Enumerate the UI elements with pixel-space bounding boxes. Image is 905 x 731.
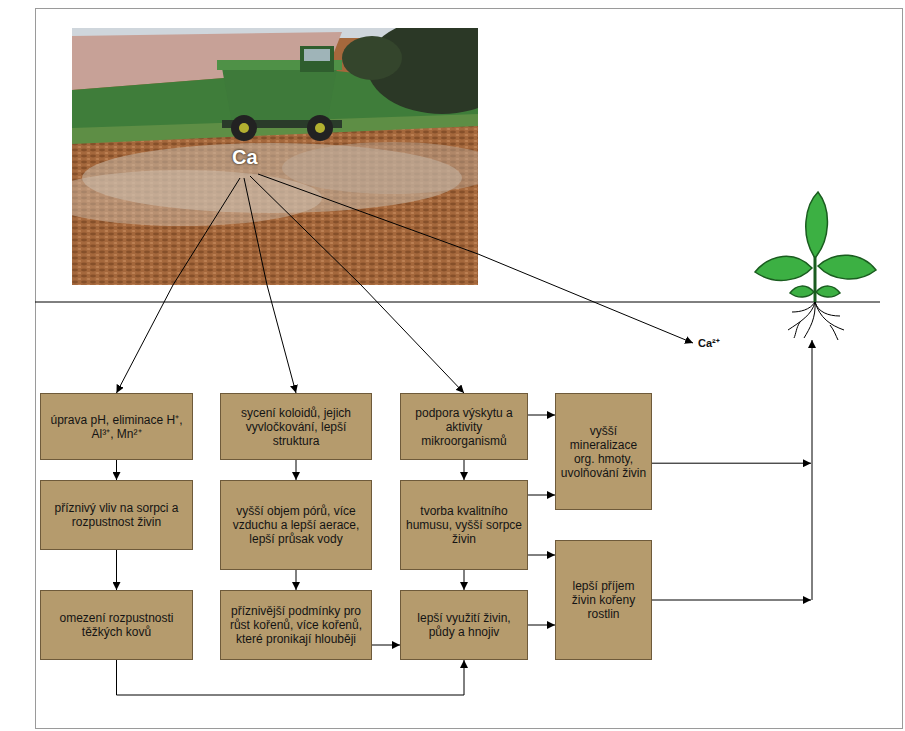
effect-box: vyšší mineralizace org. hmoty, uvolňován… <box>555 393 652 510</box>
flow-arrow <box>528 495 555 496</box>
ion-label: Ca²⁺ <box>697 337 721 350</box>
field-photo <box>42 18 517 285</box>
element-label: Ca <box>232 146 258 168</box>
flow-arrow <box>296 460 297 480</box>
effect-box: příznivý vliv na sorpci a rozpustnost ži… <box>40 480 193 550</box>
box-text: tvorba kvalitního humusu, vyšší sorpce ž… <box>405 504 523 546</box>
box-text: lepší využití živin, půdy a hnojiv <box>405 611 523 639</box>
box-text: vyšší mineralizace org. hmoty, uvolňován… <box>560 424 647 480</box>
flow-arrow <box>528 625 555 626</box>
flow-arrow <box>464 460 465 480</box>
ground-line <box>35 302 880 303</box>
effect-box: tvorba kvalitního humusu, vyšší sorpce ž… <box>400 480 528 570</box>
photo-panel: Ca <box>72 28 478 285</box>
effect-box: lepší využití živin, půdy a hnojiv <box>400 590 528 660</box>
box-text: příznivý vliv na sorpci a rozpustnost ži… <box>45 501 188 529</box>
flow-arrow <box>296 570 297 590</box>
flow-arrow <box>464 570 465 590</box>
effect-box: vyšší objem pórů, více vzduchu a lepší a… <box>220 480 372 570</box>
frame <box>36 9 903 729</box>
flow-arrow <box>116 460 117 480</box>
plant-feed-line <box>812 340 813 600</box>
effect-box: úprava pH, eliminace H⁺, Al³⁺, Mn²⁺ <box>40 393 193 460</box>
plant-feed-line <box>652 600 811 601</box>
effect-box: sycení koloidů, jejich vyvločkování, lep… <box>220 393 372 460</box>
effect-box: lepší příjem živin kořeny rostlin <box>555 540 652 660</box>
box-text: vyšší objem pórů, více vzduchu a lepší a… <box>225 504 367 546</box>
flow-arrow <box>372 645 400 646</box>
box-text: příznivější podmínky pro růst kořenů, ví… <box>225 604 367 646</box>
ion-arrow <box>478 254 693 343</box>
box-text: podpora výskytu a aktivity mikroorganism… <box>405 406 523 448</box>
flow-arrow <box>117 660 465 695</box>
flow-arrow <box>361 285 464 393</box>
effect-box: příznivější podmínky pro růst kořenů, ví… <box>220 590 372 660</box>
box-text: sycení koloidů, jejich vyvločkování, lep… <box>225 406 367 448</box>
flow-arrow <box>116 550 117 590</box>
plant-feed-line <box>652 463 811 464</box>
flow-arrow <box>117 285 174 393</box>
flow-arrow <box>528 555 555 556</box>
box-text: lepší příjem živin kořeny rostlin <box>560 579 647 621</box>
flow-arrow <box>528 415 555 416</box>
box-text: omezení rozpustnosti těžkých kovů <box>45 611 188 639</box>
effect-box: omezení rozpustnosti těžkých kovů <box>40 590 193 660</box>
box-text: úprava pH, eliminace H⁺, Al³⁺, Mn²⁺ <box>45 413 188 441</box>
plant-illustration <box>755 192 876 340</box>
effect-box: podpora výskytu a aktivity mikroorganism… <box>400 393 528 460</box>
flow-arrow <box>267 285 296 393</box>
